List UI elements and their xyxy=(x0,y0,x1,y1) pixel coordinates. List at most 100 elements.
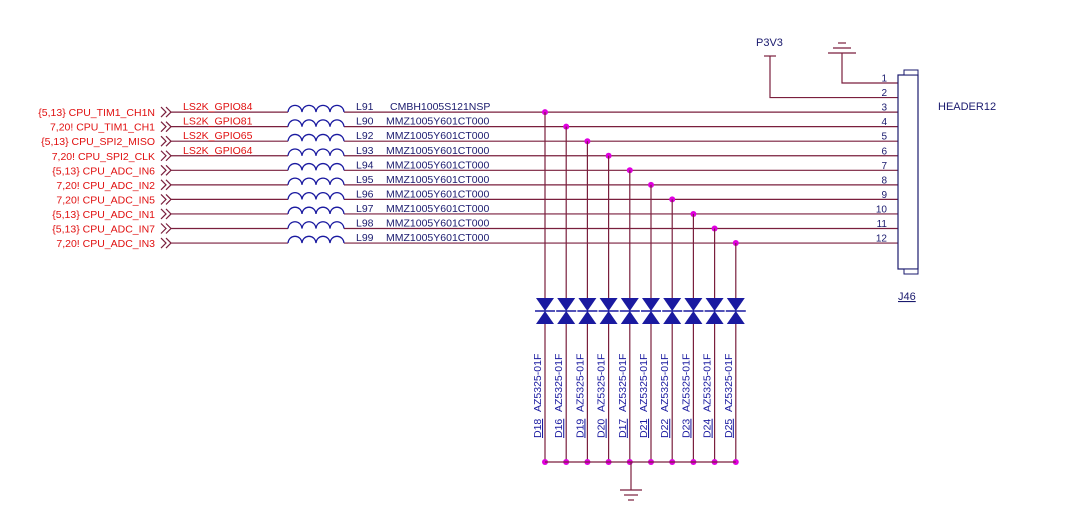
inductor-part: MMZ1005Y601CT000 xyxy=(386,203,489,215)
inductor-part: CMBH1005S121NSP xyxy=(390,101,490,113)
connector-bottom-tab xyxy=(903,268,919,275)
inductor-ref: L99 xyxy=(356,232,374,244)
offpage-chevron-a xyxy=(160,135,167,147)
inductor-coil-symbol xyxy=(287,177,345,186)
pin-number: 12 xyxy=(876,234,888,245)
inductor-ref: L95 xyxy=(356,174,374,186)
inductor-part: MMZ1005Y601CT000 xyxy=(386,159,489,171)
signal-label: {5,13} CPU_TIM1_CH1N xyxy=(38,107,155,119)
inductor-part: MMZ1005Y601CT000 xyxy=(386,174,489,186)
tvs-diode-upper xyxy=(536,298,554,311)
offpage-chevron-b xyxy=(165,164,172,176)
tvs-diode-lower xyxy=(726,311,745,324)
pin-number: 5 xyxy=(881,132,887,143)
diode-part: AZ5325-01F xyxy=(553,354,565,412)
inductor-part: MMZ1005Y601CT000 xyxy=(386,232,489,244)
inductor-coil-symbol xyxy=(287,119,345,127)
tvs-diode-lower xyxy=(642,311,660,324)
pin-number: 10 xyxy=(876,204,888,215)
diode-ref: D20 xyxy=(596,419,608,438)
inductor-coil-symbol xyxy=(287,235,345,244)
offpage-chevron-b xyxy=(165,179,172,191)
signal-label: {5,13} CPU_ADC_IN1 xyxy=(52,209,155,221)
offpage-chevron-b xyxy=(165,150,172,162)
pin-number: 11 xyxy=(877,219,888,230)
connector-ref: J46 xyxy=(898,291,916,303)
diode-label: D16 AZ5325-01F xyxy=(553,354,565,438)
diode-ref: D19 xyxy=(574,419,586,438)
pin-number: 2 xyxy=(881,88,887,99)
diode-ref: D25 xyxy=(723,419,735,438)
diode-label: D25 AZ5325-01F xyxy=(723,354,735,438)
offpage-chevron-b xyxy=(165,135,172,147)
gpio-net-label: LS2K_GPIO64 xyxy=(183,145,253,157)
inductor-part: MMZ1005Y601CT000 xyxy=(386,188,489,200)
pin-number: 7 xyxy=(881,161,887,172)
signal-label: 7,20! CPU_SPI2_CLK xyxy=(52,151,155,163)
connector-part: HEADER12 xyxy=(938,101,996,113)
diode-ref: D21 xyxy=(638,419,650,438)
tvs-diode-upper xyxy=(705,298,724,311)
offpage-chevron-a xyxy=(160,179,167,191)
diode-part: AZ5325-01F xyxy=(617,354,629,412)
offpage-chevron-a xyxy=(160,193,167,205)
diode-part: AZ5325-01F xyxy=(723,354,735,412)
tvs-diode-lower xyxy=(557,311,576,324)
diode-part: AZ5325-01F xyxy=(574,354,586,412)
inductor-coil-symbol xyxy=(287,162,345,171)
diode-ref: D23 xyxy=(680,419,692,438)
pin-number: 8 xyxy=(881,175,887,186)
diode-part: AZ5325-01F xyxy=(638,354,650,412)
signal-label: {5,13} CPU_ADC_IN6 xyxy=(52,165,155,177)
inductor-ref: L91 xyxy=(356,101,374,113)
tvs-diode-upper xyxy=(726,298,745,311)
diode-ref: D16 xyxy=(553,419,565,438)
inductor-coil-symbol xyxy=(287,148,345,156)
tvs-diode-upper xyxy=(620,298,639,311)
tvs-diode-upper xyxy=(684,298,703,311)
connector-body xyxy=(897,74,919,270)
offpage-chevron-b xyxy=(165,223,172,234)
tvs-diode-upper xyxy=(663,298,682,311)
inductor-part: MMZ1005Y601CT000 xyxy=(386,116,489,128)
gnd-to-pin1 xyxy=(841,53,848,84)
diode-part: AZ5325-01F xyxy=(596,354,608,412)
offpage-chevron-b xyxy=(165,106,172,118)
inductor-coil-symbol xyxy=(287,192,345,200)
inductor-ref: L97 xyxy=(356,203,374,215)
offpage-chevron-a xyxy=(160,208,167,220)
offpage-chevron-a xyxy=(160,121,167,133)
diode-part: AZ5325-01F xyxy=(680,354,692,412)
diode-part: AZ5325-01F xyxy=(702,354,714,412)
inductor-part: MMZ1005Y601CT000 xyxy=(386,130,489,142)
wires xyxy=(171,53,898,490)
pin-number: 3 xyxy=(881,103,887,114)
tvs-diode-lower xyxy=(599,311,618,324)
diode-label: D19 AZ5325-01F xyxy=(574,354,586,438)
gpio-net-label: LS2K_GPIO65 xyxy=(183,130,253,142)
inductor-coil-symbol xyxy=(287,221,345,229)
tvs-diode-lower xyxy=(578,311,597,324)
inductor-part: MMZ1005Y601CT000 xyxy=(386,218,489,230)
pin-number: 6 xyxy=(881,146,887,157)
offpage-chevron-b xyxy=(165,208,172,220)
signal-label: {5,13} CPU_SPI2_MISO xyxy=(41,136,155,148)
offpage-chevron-a xyxy=(160,237,167,249)
offpage-chevron-a xyxy=(160,106,167,118)
diode-part: AZ5325-01F xyxy=(659,354,671,412)
inductor-ref: L94 xyxy=(356,159,374,171)
tvs-diodes: D18AZ5325-01FD16AZ5325-01FD19AZ5325-01FD… xyxy=(532,298,746,438)
inductor-coil-symbol xyxy=(287,133,345,142)
pin-number: 9 xyxy=(881,190,887,201)
inductor-ref: L90 xyxy=(356,116,374,128)
inductor-ref: L98 xyxy=(356,218,374,230)
gpio-net-label: LS2K_GPIO81 xyxy=(183,116,253,128)
diode-label: D20 AZ5325-01F xyxy=(596,354,608,438)
inductor-coil-symbol xyxy=(287,206,345,215)
